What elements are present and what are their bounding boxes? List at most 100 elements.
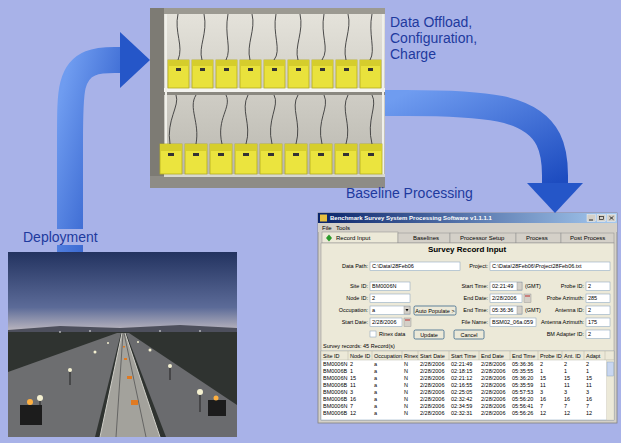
- screen-text: 11: [564, 382, 570, 389]
- software-screenshot-part-part: [524, 294, 531, 303]
- screen-text: N: [404, 361, 408, 368]
- screen-text: 16: [350, 396, 356, 403]
- charging-shelf-photo-part-part: [345, 14, 349, 60]
- software-screenshot-part-part: [605, 351, 606, 360]
- deployment-photo-part: [149, 349, 152, 352]
- screen-text: BM0006B: [323, 396, 347, 403]
- screen-text: Probe ID: [540, 353, 562, 360]
- step-label: Baseline Processing: [346, 185, 473, 201]
- screen-text: Start Date:: [342, 319, 368, 326]
- screen-text: 2: [564, 361, 567, 368]
- software-screenshot-part: [450, 233, 516, 243]
- screen-text: 15: [540, 375, 546, 382]
- deployment-photo: [8, 252, 237, 437]
- screen-text: 12: [586, 410, 592, 417]
- charging-shelf-photo-part: [264, 60, 285, 88]
- screen-text: 15: [586, 375, 592, 382]
- screen-text: 16: [540, 396, 546, 403]
- software-screenshot-part: [326, 235, 332, 242]
- screen-text: 02:18:15: [451, 368, 472, 375]
- arrow-head: [527, 183, 583, 213]
- software-screenshot-part: [516, 233, 561, 243]
- screen-text: a: [374, 368, 377, 375]
- software-screenshot-part: [597, 215, 606, 222]
- software-screenshot-part: [322, 232, 398, 243]
- software-screenshot-part-part: [454, 330, 484, 339]
- software-screenshot-part-part: [370, 294, 410, 303]
- screen-text: Site ID: [323, 353, 340, 360]
- screen-text: 2/28/2006: [481, 375, 505, 382]
- charging-shelf-photo-part-part: [322, 14, 325, 60]
- screen-text: 2/28/2006: [481, 396, 505, 403]
- screen-text: Start Time: [451, 353, 476, 360]
- software-screenshot-part: [600, 217, 604, 220]
- screen-text: 02:32:42: [451, 396, 472, 403]
- screen-text: 02:16:55: [451, 382, 472, 389]
- deployment-photo-part-part: [200, 394, 201, 412]
- software-screenshot-part: [561, 233, 614, 243]
- screen-text: 05:35:55: [512, 368, 533, 375]
- software-screenshot-part: [607, 360, 615, 420]
- screen-text: 02:25:05: [451, 389, 472, 396]
- screen-text: 05:56:26: [512, 410, 533, 417]
- deployment-photo-part: [123, 346, 125, 348]
- software-screenshot-part-part: [586, 330, 610, 339]
- screen-text: BM0006B: [323, 410, 347, 417]
- screen-text: 3: [540, 389, 543, 396]
- screen-text: 05:36:20: [512, 375, 533, 382]
- software-screenshot-part: [406, 309, 409, 312]
- screen-text: Survey records: 45 Record(s): [323, 343, 395, 350]
- software-screenshot-part: [589, 220, 593, 221]
- software-screenshot-part-part: [370, 318, 402, 327]
- screen-text: 02:32:31: [451, 410, 472, 417]
- screen-text: 2: [540, 361, 543, 368]
- deployment-photo-part-part: [70, 372, 71, 385]
- software-screenshot-part-part: [517, 283, 522, 291]
- deployment-photo-part: [137, 341, 139, 343]
- screen-text: a: [372, 307, 375, 314]
- charging-shelf-photo-part-part: [345, 95, 348, 144]
- software-screenshot-part: [525, 296, 530, 297]
- screen-text: a: [374, 410, 377, 417]
- screen-text: Site ID:: [350, 283, 368, 290]
- screen-text: a: [374, 403, 377, 410]
- screen-text: BM0006N: [323, 375, 347, 382]
- screen-text: 15: [350, 375, 356, 382]
- screen-text: 15: [564, 375, 570, 382]
- screen-text: Occupation: [374, 353, 402, 360]
- charging-shelf-photo-part: [260, 144, 282, 174]
- deployment-photo-part: [94, 351, 97, 354]
- screen-text: 02:21:49: [492, 283, 513, 290]
- software-screenshot-part-part: [490, 294, 522, 303]
- software-screenshot-part: [321, 351, 614, 420]
- charging-shelf-photo-part: [310, 144, 332, 174]
- software-screenshot-part-part: [586, 282, 610, 291]
- photo-panel: Deployment: [8, 252, 237, 437]
- screen-text: 7: [564, 403, 567, 410]
- step-label: Data Offload, Configuration, Charge: [390, 14, 498, 62]
- screen-text: 16: [586, 396, 592, 403]
- deployment-photo-part-part: [170, 368, 171, 380]
- screen-text: Benchmark Survey System Processing Softw…: [330, 215, 492, 222]
- screen-text: File Name:: [461, 319, 488, 326]
- charging-shelf-photo-part: [312, 60, 333, 88]
- screen-text: 3: [350, 389, 353, 396]
- screen-text: Antenna Azimuth:: [541, 319, 584, 326]
- screen-text: 285: [588, 295, 597, 302]
- screen-text: 7: [540, 403, 543, 410]
- screen-text: C:\Data\28Feb06: [372, 263, 414, 270]
- screen-text: Probe ID:: [561, 283, 584, 290]
- screen-text: 2/28/2006: [420, 375, 444, 382]
- charging-shelf-photo-part: [169, 14, 373, 144]
- screen-text: 12: [564, 410, 570, 417]
- deployment-photo-part: [214, 396, 219, 401]
- software-screenshot-part: [405, 320, 410, 321]
- screen-text: End Date:: [464, 295, 488, 302]
- screen-text: N: [404, 368, 408, 375]
- screen-text: BM Adapter ID:: [547, 331, 584, 338]
- charging-shelf-photo-part: [335, 144, 357, 174]
- screen-text: N: [404, 396, 408, 403]
- screen-text: Project:: [469, 263, 488, 270]
- deployment-photo-part: [100, 333, 122, 437]
